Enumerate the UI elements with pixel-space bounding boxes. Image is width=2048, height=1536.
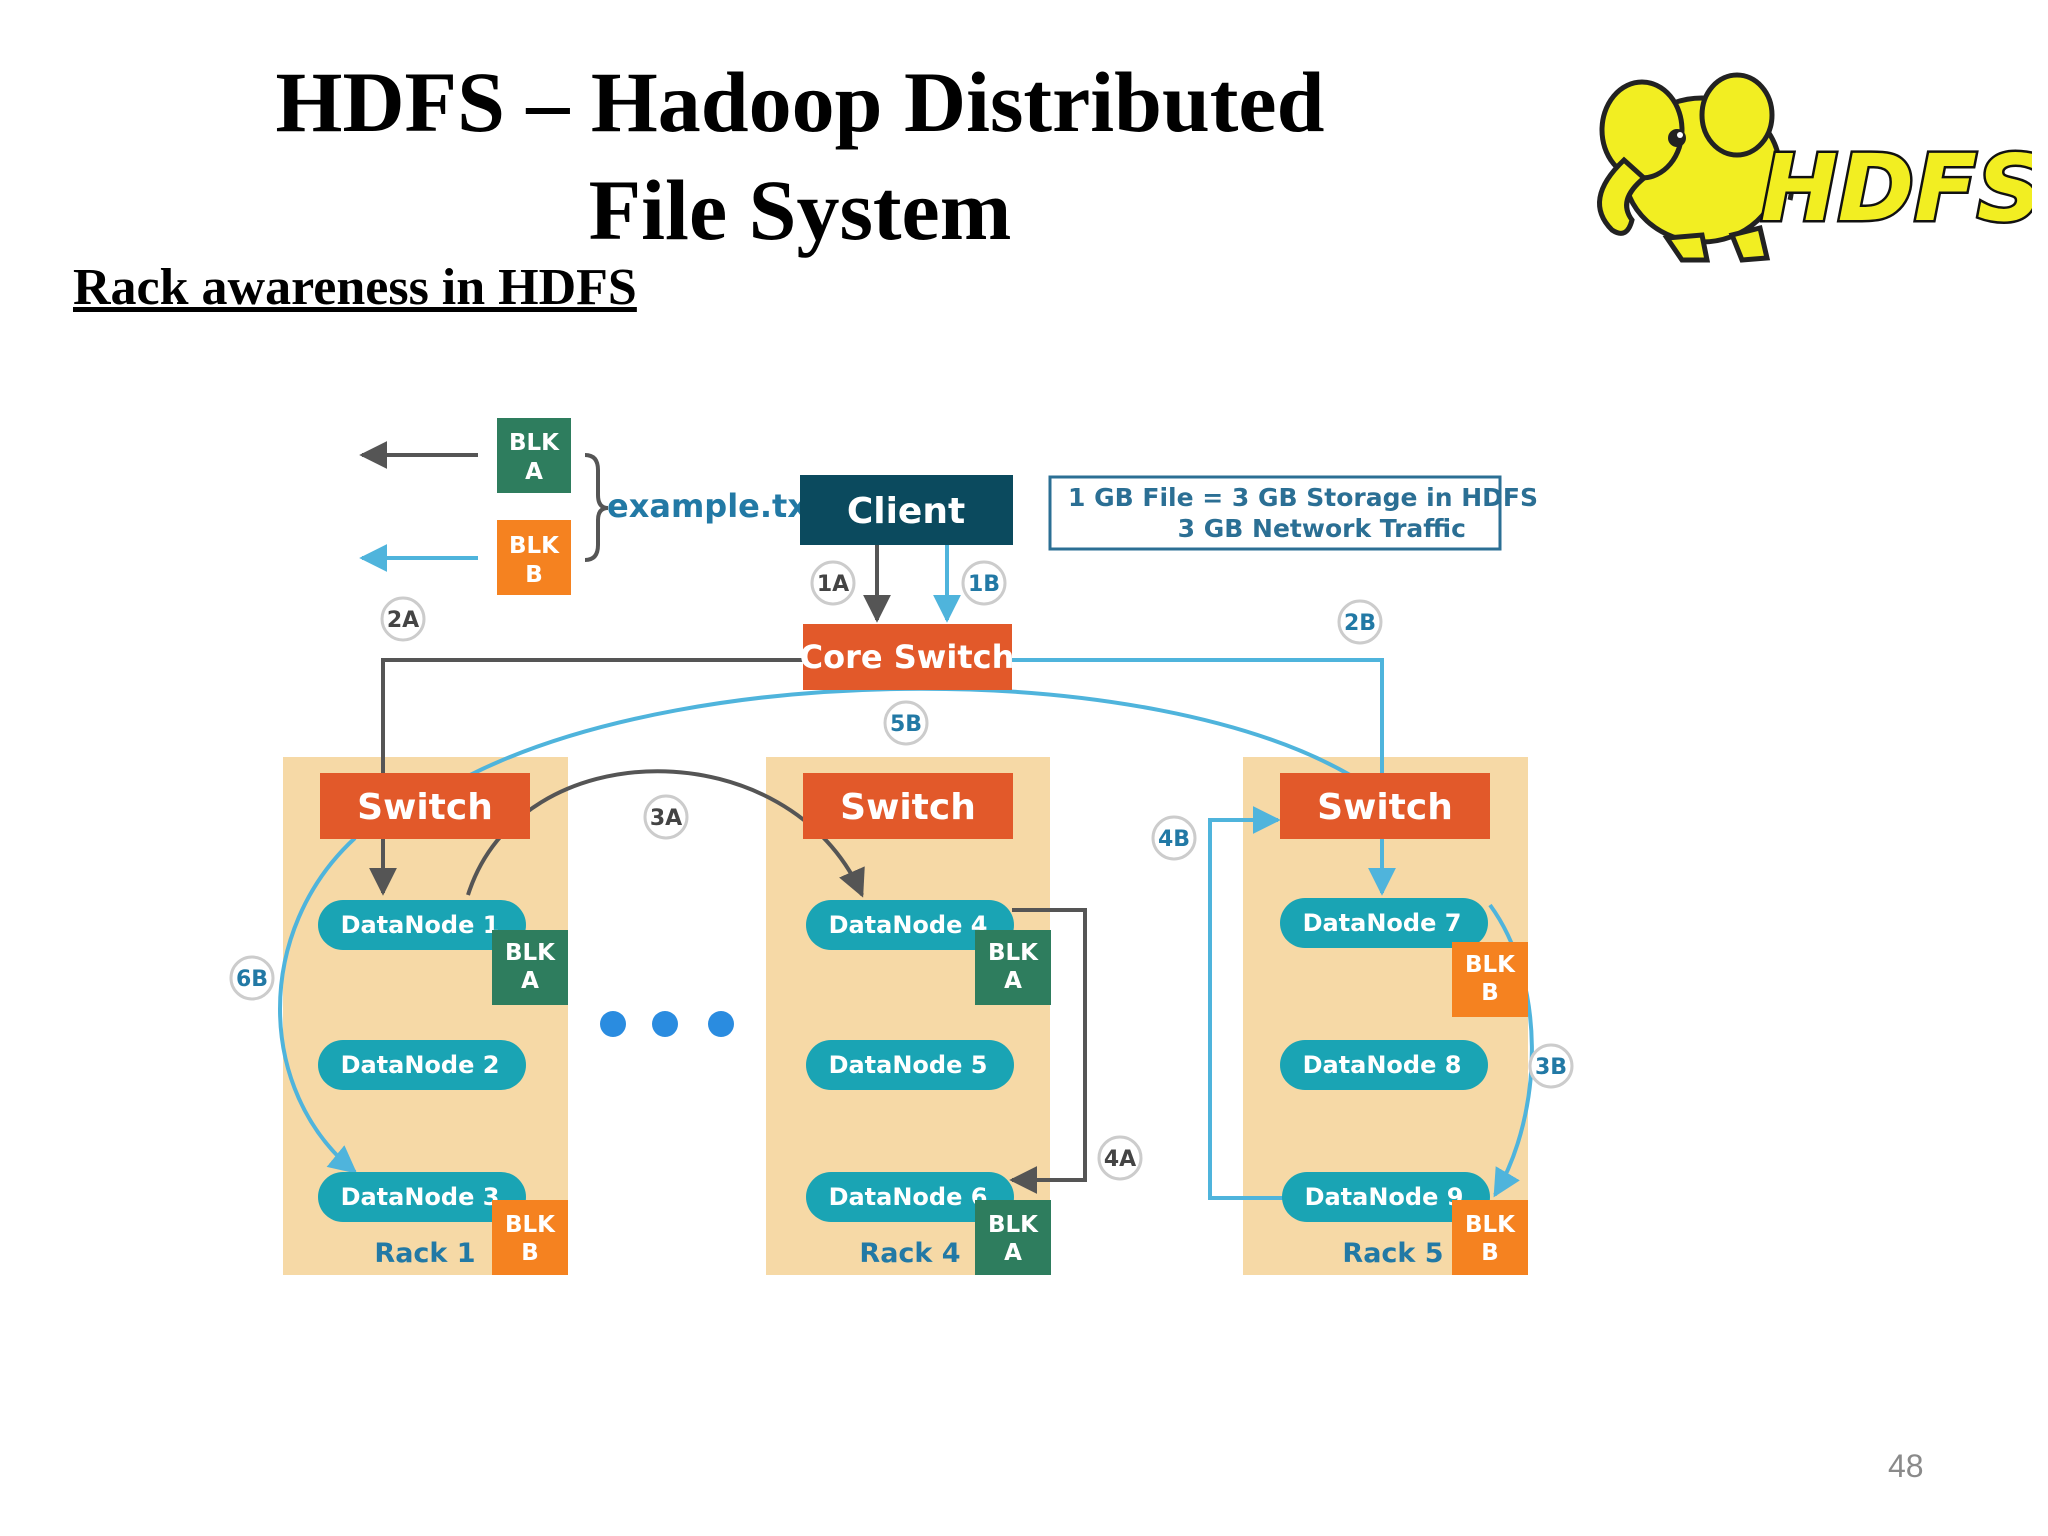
file-bracket <box>584 453 609 562</box>
step-4b: 4B <box>1151 815 1197 861</box>
stored-blk-dn3-line2: B <box>521 1240 539 1266</box>
datanode-4-label: DataNode 4 <box>829 911 988 939</box>
step-3a-label: 3A <box>650 806 682 831</box>
arrow-4a <box>1009 908 1087 1194</box>
datanode-9-label: DataNode 9 <box>1305 1183 1464 1211</box>
stored-blk-dn7: BLK B <box>1452 942 1528 1017</box>
stored-blk-dn4: BLK A <box>975 930 1051 1005</box>
hdfs-logo-text: HDFS <box>1761 135 2032 242</box>
core-switch-label: Core Switch <box>800 638 1015 676</box>
stored-blk-dn4-line2: A <box>1004 968 1022 994</box>
legend-blk-b-line1: BLK <box>509 533 560 559</box>
stored-blk-dn6: BLK A <box>975 1200 1051 1275</box>
stored-blk-dn9-line2: B <box>1481 1240 1499 1266</box>
step-3b: 3B <box>1528 1043 1574 1089</box>
stored-blk-dn9-line1: BLK <box>1465 1212 1516 1238</box>
step-1b: 1B <box>961 560 1007 606</box>
info-line-2: 3 GB Network Traffic <box>1178 514 1466 543</box>
title-line-2: File System <box>588 162 1012 258</box>
page-number: 48 <box>1888 1448 1924 1484</box>
datanode-3-label: DataNode 3 <box>341 1183 500 1211</box>
rack-5-switch-label: Switch <box>1317 787 1453 828</box>
stored-blk-dn7-line2: B <box>1481 980 1499 1006</box>
step-2b-label: 2B <box>1344 611 1376 636</box>
step-2b: 2B <box>1337 599 1383 645</box>
step-2a-label: 2A <box>387 608 419 633</box>
slide-subtitle: Rack awareness in HDFS <box>73 259 637 316</box>
stored-blk-dn7-line1: BLK <box>1465 952 1516 978</box>
datanode-4 <box>806 900 1014 950</box>
slide-title: HDFS – Hadoop Distributed File System <box>0 48 1600 264</box>
stored-blk-dn6-line1: BLK <box>988 1212 1039 1238</box>
rack-1-switch-label: Switch <box>357 787 493 828</box>
datanode-1 <box>318 900 526 950</box>
arrow-2a <box>381 658 803 775</box>
legend-blk-a-line2: A <box>525 459 543 485</box>
legend-blk-a: BLK A <box>497 418 571 493</box>
rack-5-label: Rack 5 <box>1342 1238 1443 1269</box>
stored-blk-dn6-line2: A <box>1004 1240 1022 1266</box>
info-line-1: 1 GB File = 3 GB Storage in HDFS <box>1068 483 1538 512</box>
datanode-9 <box>1282 1172 1490 1222</box>
title-line-1: HDFS – Hadoop Distributed <box>275 54 1325 150</box>
step-4a-label: 4A <box>1104 1147 1136 1172</box>
datanode-5 <box>806 1040 1014 1090</box>
stored-blk-dn1: BLK A <box>492 930 568 1005</box>
file-name-label: example.txt <box>607 487 823 525</box>
rack-4-switch <box>803 773 1013 839</box>
step-1b-label: 1B <box>968 572 1000 597</box>
datanode-7-label: DataNode 7 <box>1303 909 1462 937</box>
stored-blk-dn3: BLK B <box>492 1200 568 1275</box>
arrow-3b <box>1488 903 1534 1198</box>
legend-blk-b-line2: B <box>525 562 543 588</box>
stored-blk-dn1-line1: BLK <box>505 940 556 966</box>
datanode-5-label: DataNode 5 <box>829 1051 988 1079</box>
arrow-2b <box>1012 658 1384 775</box>
arrow-4b <box>1208 806 1283 1200</box>
rack-1-switch <box>320 773 530 839</box>
step-5b: 5B <box>883 700 929 746</box>
datanode-6-label: DataNode 6 <box>829 1183 988 1211</box>
step-1a: 1A <box>810 560 856 606</box>
step-2a: 2A <box>380 596 426 642</box>
datanode-2-label: DataNode 2 <box>341 1051 500 1079</box>
core-switch-box <box>803 624 1012 690</box>
datanode-7 <box>1280 898 1488 948</box>
step-4b-label: 4B <box>1158 827 1190 852</box>
rack-1-label: Rack 1 <box>374 1238 475 1269</box>
datanode-2 <box>318 1040 526 1090</box>
step-6b-label: 6B <box>236 967 268 992</box>
step-1a-label: 1A <box>817 572 849 597</box>
datanode-8-label: DataNode 8 <box>1303 1051 1462 1079</box>
datanode-1-label: DataNode 1 <box>341 911 500 939</box>
arrow-6b <box>278 836 358 1174</box>
step-3b-label: 3B <box>1535 1055 1567 1080</box>
rack-5-switch <box>1280 773 1490 839</box>
stored-blk-dn3-line1: BLK <box>505 1212 556 1238</box>
step-4a: 4A <box>1097 1135 1143 1181</box>
rack-4-switch-label: Switch <box>840 787 976 828</box>
more-racks-ellipsis <box>600 1011 734 1037</box>
datanode-8 <box>1280 1040 1488 1090</box>
rack-4-label: Rack 4 <box>859 1238 960 1269</box>
legend-blk-b: BLK B <box>497 520 571 595</box>
datanode-3 <box>318 1172 526 1222</box>
step-5b-label: 5B <box>890 712 922 737</box>
client-label: Client <box>847 491 965 532</box>
step-6b: 6B <box>229 955 275 1001</box>
info-box <box>1048 475 1502 551</box>
datanode-6 <box>806 1172 1014 1222</box>
client-box <box>800 475 1013 545</box>
hdfs-elephant-logo: HDFS <box>1597 72 2032 263</box>
elephant-icon <box>1597 72 1794 263</box>
step-3a: 3A <box>643 794 689 840</box>
stored-blk-dn4-line1: BLK <box>988 940 1039 966</box>
legend-blk-a-line1: BLK <box>509 430 560 456</box>
stored-blk-dn1-line2: A <box>521 968 539 994</box>
stored-blk-dn9: BLK B <box>1452 1200 1528 1275</box>
